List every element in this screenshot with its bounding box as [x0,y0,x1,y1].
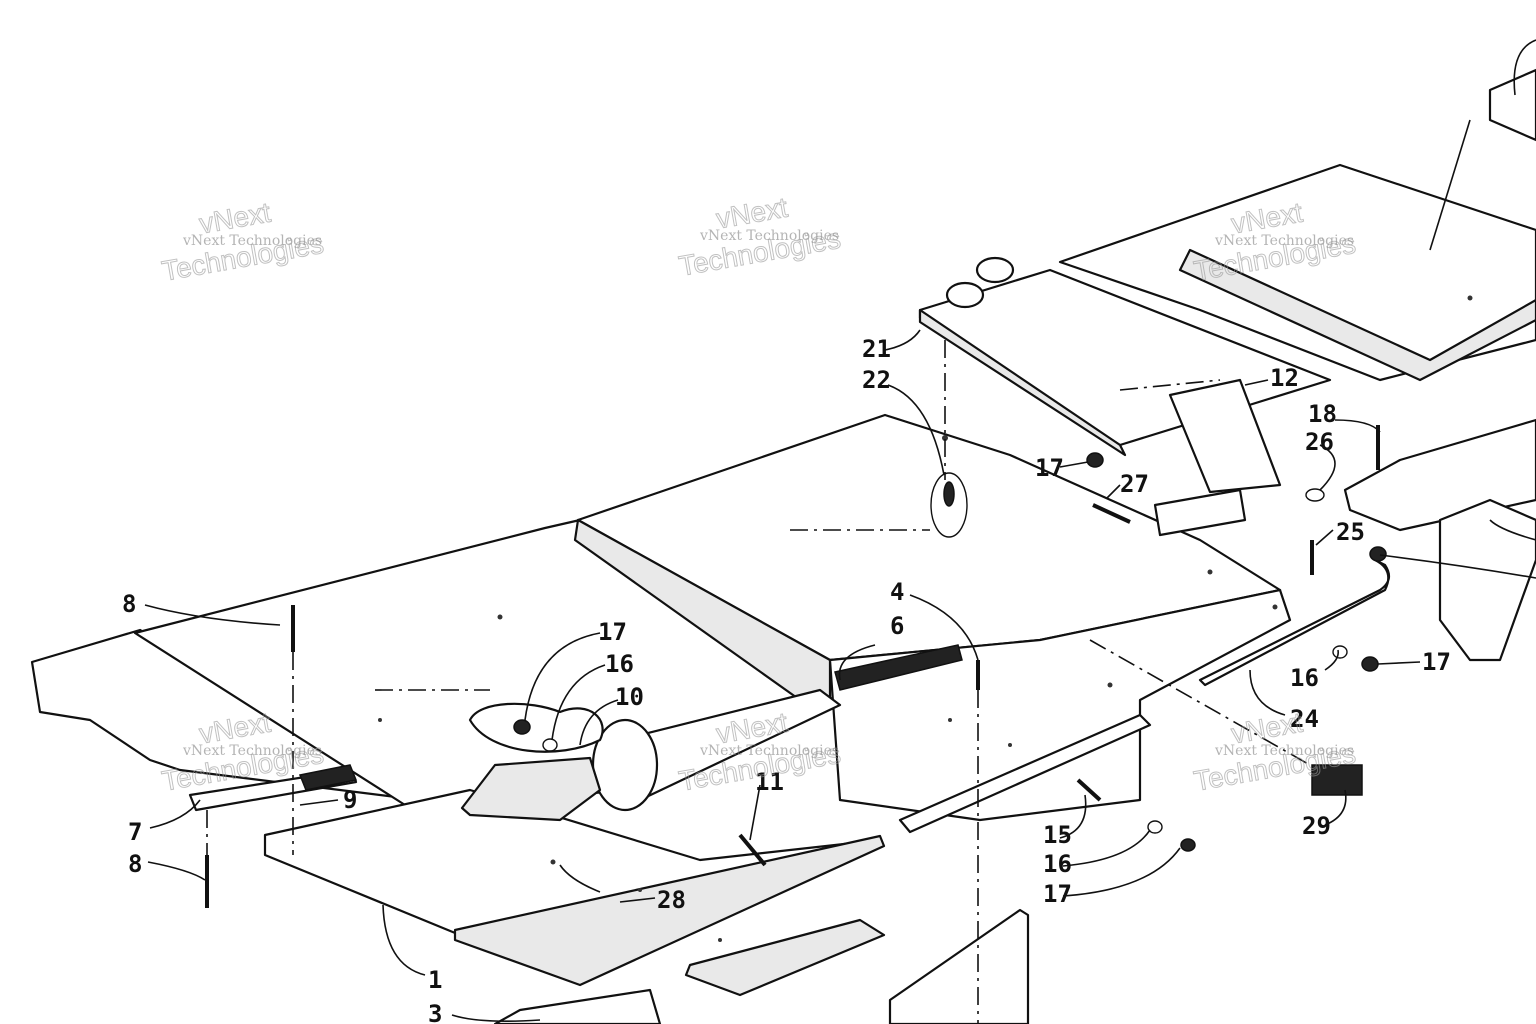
callout-16c: 16 [1290,664,1319,692]
callout-1: 1 [428,966,442,994]
spacer-block [1153,488,1247,537]
callout-9: 9 [343,786,357,814]
callout-6: 6 [890,612,904,640]
callout-18: 18 [1308,400,1337,428]
tube-fitting-a [945,281,985,309]
watermark-2: vNext vNext Technologies Technologies [676,191,843,282]
upper-support-assembly [918,68,1536,687]
nut-17e [1180,838,1196,852]
callout-7: 7 [128,818,142,846]
foot-pad [684,918,886,997]
skid-plate-front-edge [453,834,886,987]
hardware [205,425,1387,908]
bolt-15 [1076,778,1102,802]
lower-bracket-left [493,988,662,1024]
tunnel-assembly [30,413,1363,1024]
side-fender [1438,498,1536,662]
svg-text:vNext Technologies: vNext Technologies [1214,743,1354,759]
callout-3: 3 [428,1000,442,1024]
cutaway-bubble [468,702,604,753]
nut-17c [1369,546,1387,562]
mounting-frame [1058,163,1536,382]
callout-10: 10 [615,683,644,711]
bolt-27 [1092,503,1131,524]
watermark-4: vNext vNext Technologies Technologies [159,706,326,797]
callout-11: 11 [755,768,784,796]
pin-22 [943,481,955,507]
callout-16a: 16 [605,650,634,678]
washer-26 [1305,488,1325,502]
callout-8a: 8 [122,590,136,618]
washer-16c [1147,820,1163,834]
callout-27: 27 [1120,470,1149,498]
callout-8b: 8 [128,850,142,878]
svg-text:vNext Technologies: vNext Technologies [699,228,839,244]
callout-17b: 17 [1035,454,1064,482]
callout-21: 21 [862,335,891,363]
svg-text:vNext Technologies: vNext Technologies [182,233,322,249]
strip-9 [298,764,358,791]
callout-16b: 16 [1043,850,1072,878]
callout-28: 28 [657,886,686,914]
step-bracket-12 [1168,378,1282,494]
callout-17a: 17 [598,618,627,646]
washer-16b [1332,645,1348,659]
callout-12: 12 [1270,364,1299,392]
center-channel [460,756,602,822]
nut-17d [1361,656,1379,672]
svg-text:vNext Technologies: vNext Technologies [699,743,839,759]
top-right-panel [1488,68,1536,142]
rivet-dots [378,295,1473,942]
center-lines [206,340,1311,1024]
callout-29: 29 [1302,812,1331,840]
svg-text:vNext Technologies: vNext Technologies [182,743,322,759]
callout-4: 4 [890,578,904,606]
callout-15: 15 [1043,821,1072,849]
nut-17a [513,719,531,735]
callout-17d: 17 [1422,648,1451,676]
nut-17b [1086,452,1104,468]
callout-17c: 17 [1043,880,1072,908]
svg-text:vNext Technologies: vNext Technologies [1214,233,1354,249]
callout-22: 22 [862,366,891,394]
callout-numbers: 1 3 4 6 7 8 8 9 10 11 12 15 16 16 16 17 … [122,335,1451,1024]
bolt-11 [738,833,767,867]
tube-fitting-b [975,256,1015,284]
support-bracket-21-side [918,308,1127,457]
watermark-1: vNext vNext Technologies Technologies [159,196,326,287]
pin-22-callout-ring [930,472,968,538]
lower-bracket-right [888,908,1030,1024]
leader-lines [144,39,1536,1023]
callout-26: 26 [1305,428,1334,456]
tunnel-bottom-rail [898,713,1152,834]
washer-16a [542,738,558,752]
side-rail-6 [834,644,963,691]
decal-29 [1311,764,1363,796]
callout-24: 24 [1290,705,1319,733]
frame-rail [1178,248,1536,382]
tunnel-side-wall [828,588,1292,822]
callout-25: 25 [1336,518,1365,546]
